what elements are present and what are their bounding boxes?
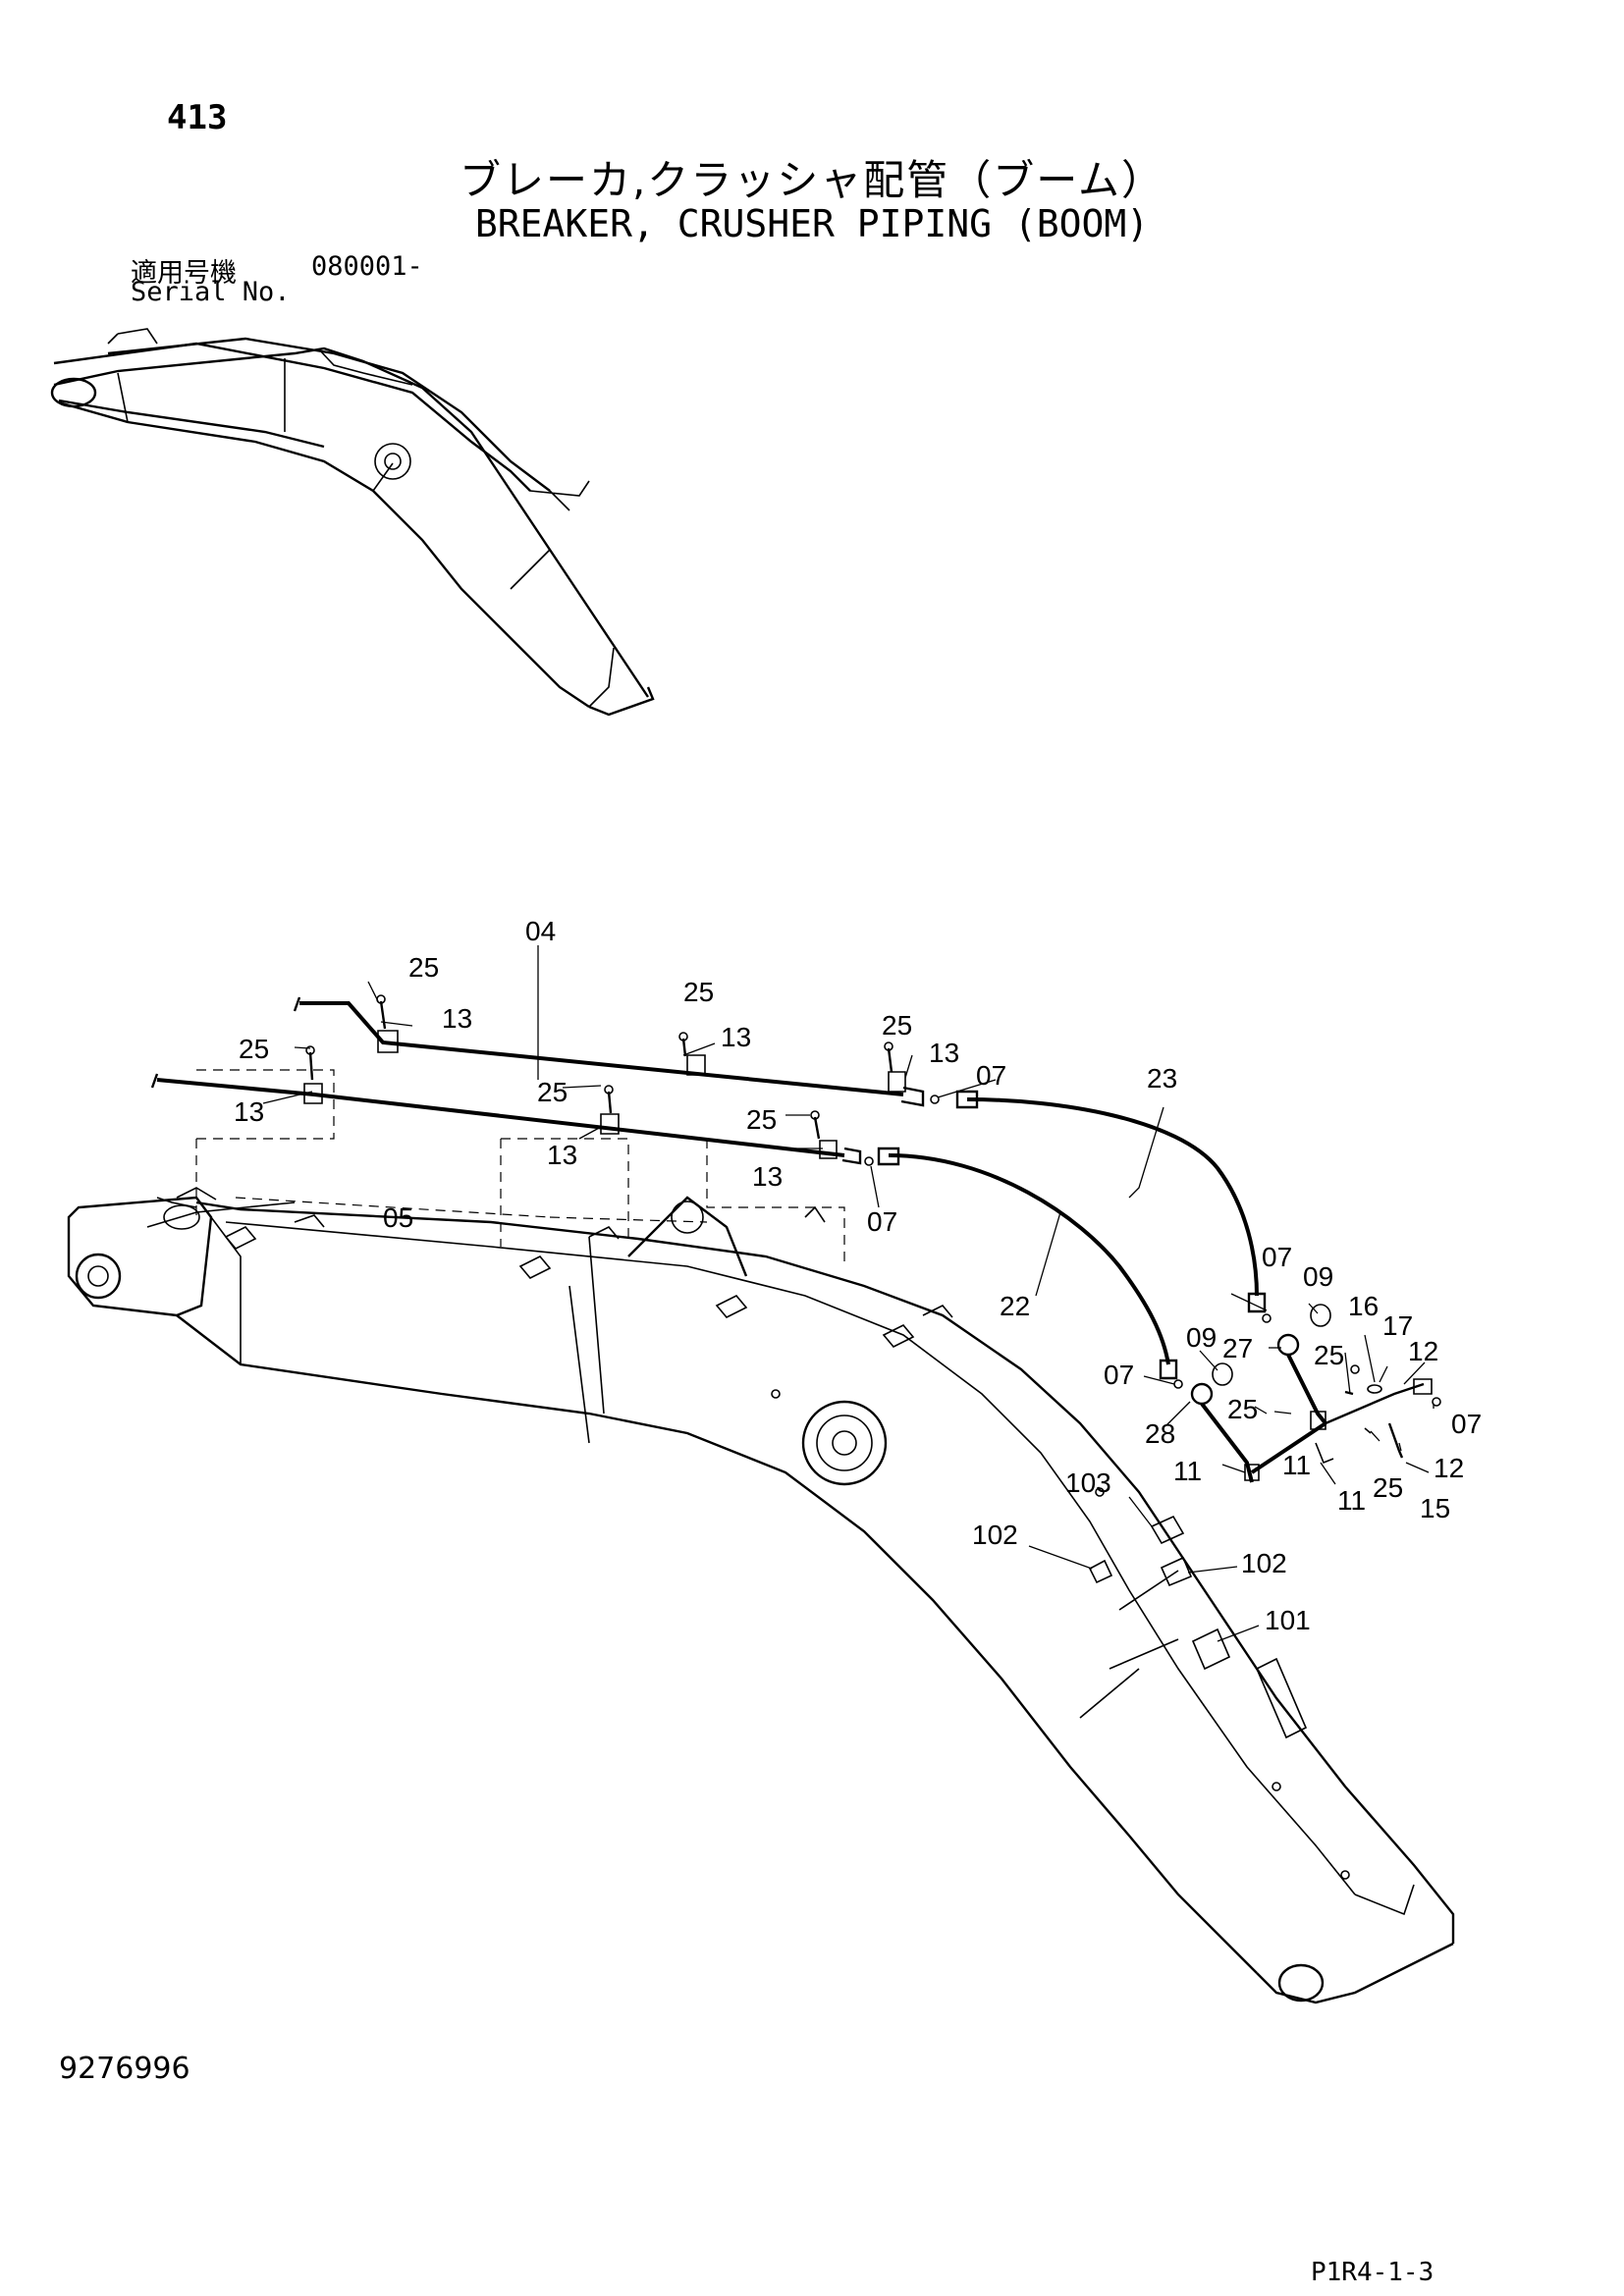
callout-label: 07	[867, 1206, 897, 1237]
callout-label: 25	[882, 1010, 912, 1041]
boom-body	[67, 1187, 1455, 2004]
callout-label: 22	[1000, 1291, 1030, 1321]
leader-lines	[262, 945, 1435, 1642]
fitting-assembly	[1190, 1304, 1433, 1483]
page-reference: P1R4-1-3	[1311, 2258, 1435, 2287]
callout-label: 13	[929, 1038, 959, 1068]
callout-label: 13	[752, 1161, 783, 1192]
callout-label: 13	[547, 1140, 577, 1170]
callout-label: 25	[239, 1034, 269, 1064]
callout-label: 05	[383, 1202, 413, 1233]
document-number: 9276996	[59, 2052, 190, 2086]
callout-label: 12	[1408, 1336, 1438, 1366]
callout-label: 28	[1145, 1418, 1175, 1449]
serial-label-english: Serial No.	[131, 277, 291, 307]
callout-label: 25	[683, 977, 714, 1007]
overview-piping	[53, 328, 590, 511]
callout-label: 103	[1065, 1468, 1111, 1498]
callout-label: 25	[408, 952, 439, 983]
callout-label: 25	[1373, 1472, 1403, 1503]
callout-label: 102	[972, 1520, 1018, 1550]
callout-label: 11	[1282, 1450, 1311, 1480]
callout-label: 102	[1241, 1548, 1287, 1578]
callout-label: 25	[537, 1077, 568, 1107]
callout-label: 13	[442, 1003, 472, 1034]
callout-labels: 04 25 13 25 13 25 13 07 23 25 13 25 13 2…	[234, 916, 1482, 1635]
callout-label: 04	[525, 916, 556, 946]
bolts-25	[305, 994, 893, 1140]
callout-label: 15	[1420, 1493, 1450, 1523]
callout-label: 101	[1265, 1605, 1311, 1635]
hose-23	[955, 1090, 1267, 1313]
callout-label: 13	[234, 1096, 264, 1127]
callout-label: 11	[1173, 1456, 1202, 1486]
boom-clips	[1088, 1515, 1231, 1671]
title-japanese: ブレーカ,クラッシャ配管（ブーム）	[459, 156, 1165, 204]
callout-label: 11	[1337, 1485, 1366, 1516]
callout-label: 13	[721, 1022, 751, 1052]
serial-label-japanese: 適用号機	[131, 258, 237, 289]
title-english: BREAKER, CRUSHER PIPING (BOOM)	[474, 202, 1150, 245]
callout-label: 17	[1382, 1310, 1413, 1341]
assembly-guide-lines	[195, 1069, 845, 1266]
serial-value: 080001-	[311, 251, 423, 282]
callout-label: 27	[1222, 1333, 1253, 1363]
callout-label: 12	[1434, 1453, 1464, 1483]
callout-label: 25	[1227, 1394, 1258, 1424]
callout-label: 07	[1104, 1360, 1134, 1390]
callout-label: 07	[1262, 1242, 1292, 1272]
callout-label: 25	[1314, 1340, 1344, 1370]
callout-label: 23	[1147, 1063, 1177, 1094]
callout-label: 09	[1303, 1261, 1333, 1292]
pipe-04	[293, 996, 925, 1107]
callout-label: 25	[746, 1104, 777, 1135]
page-number: 413	[167, 98, 228, 137]
callout-label: 07	[976, 1060, 1006, 1091]
callout-label: 07	[1451, 1409, 1482, 1439]
callout-label: 09	[1186, 1322, 1217, 1353]
callout-label: 16	[1348, 1291, 1379, 1321]
hose-22	[877, 1147, 1178, 1380]
o-rings-07	[864, 1095, 1441, 1407]
pipe-05	[150, 1073, 862, 1165]
